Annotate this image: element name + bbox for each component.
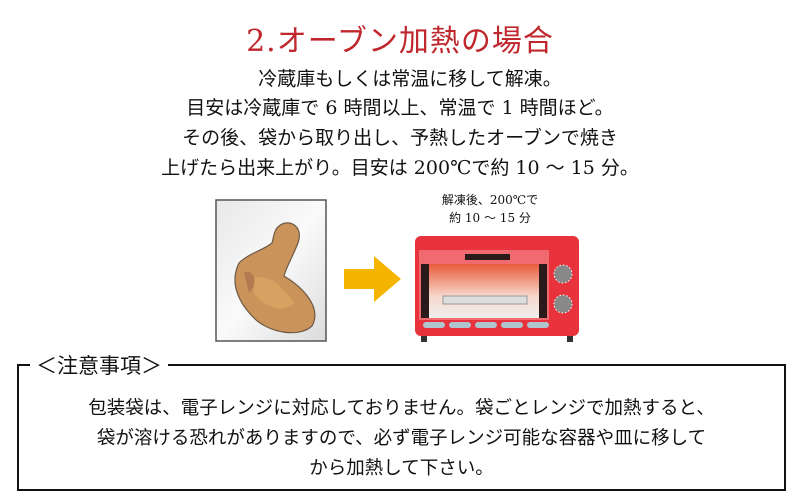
notice-label: ＜注意事項＞ [30,350,168,380]
instruction-line: 冷蔵庫もしくは常温に移して解凍。 [258,68,562,90]
instruction-line: 目安は冷蔵庫で 6 時間以上、常温で 1 時間ほど。 [186,97,614,119]
toaster-oven-image [415,236,579,342]
notice-box [17,364,786,491]
oven-caption-line: 約 10 ～ 15 分 [449,211,531,225]
frozen-chicken-bag-image [215,199,327,342]
page-title: 2.オーブン加熱の場合 [246,24,554,59]
instruction-line: 上げたら出来上がり。目安は 200℃で約 10 ～ 15 分。 [161,157,639,179]
notice-line: から加熱して下さい。 [309,457,494,478]
oven-caption-line: 解凍後、200℃で [441,193,539,207]
arrow-right-icon [344,256,401,302]
notice-line: 袋が溶ける恐れがありますので、必ず電子レンジ可能な容器や皿に移して [96,427,707,448]
notice-line: 包装袋は、電子レンジに対応しておりません。袋ごとレンジで加熱すると、 [88,397,715,418]
instruction-line: その後、袋から取り出し、予熱したオーブンで焼き [182,127,618,149]
